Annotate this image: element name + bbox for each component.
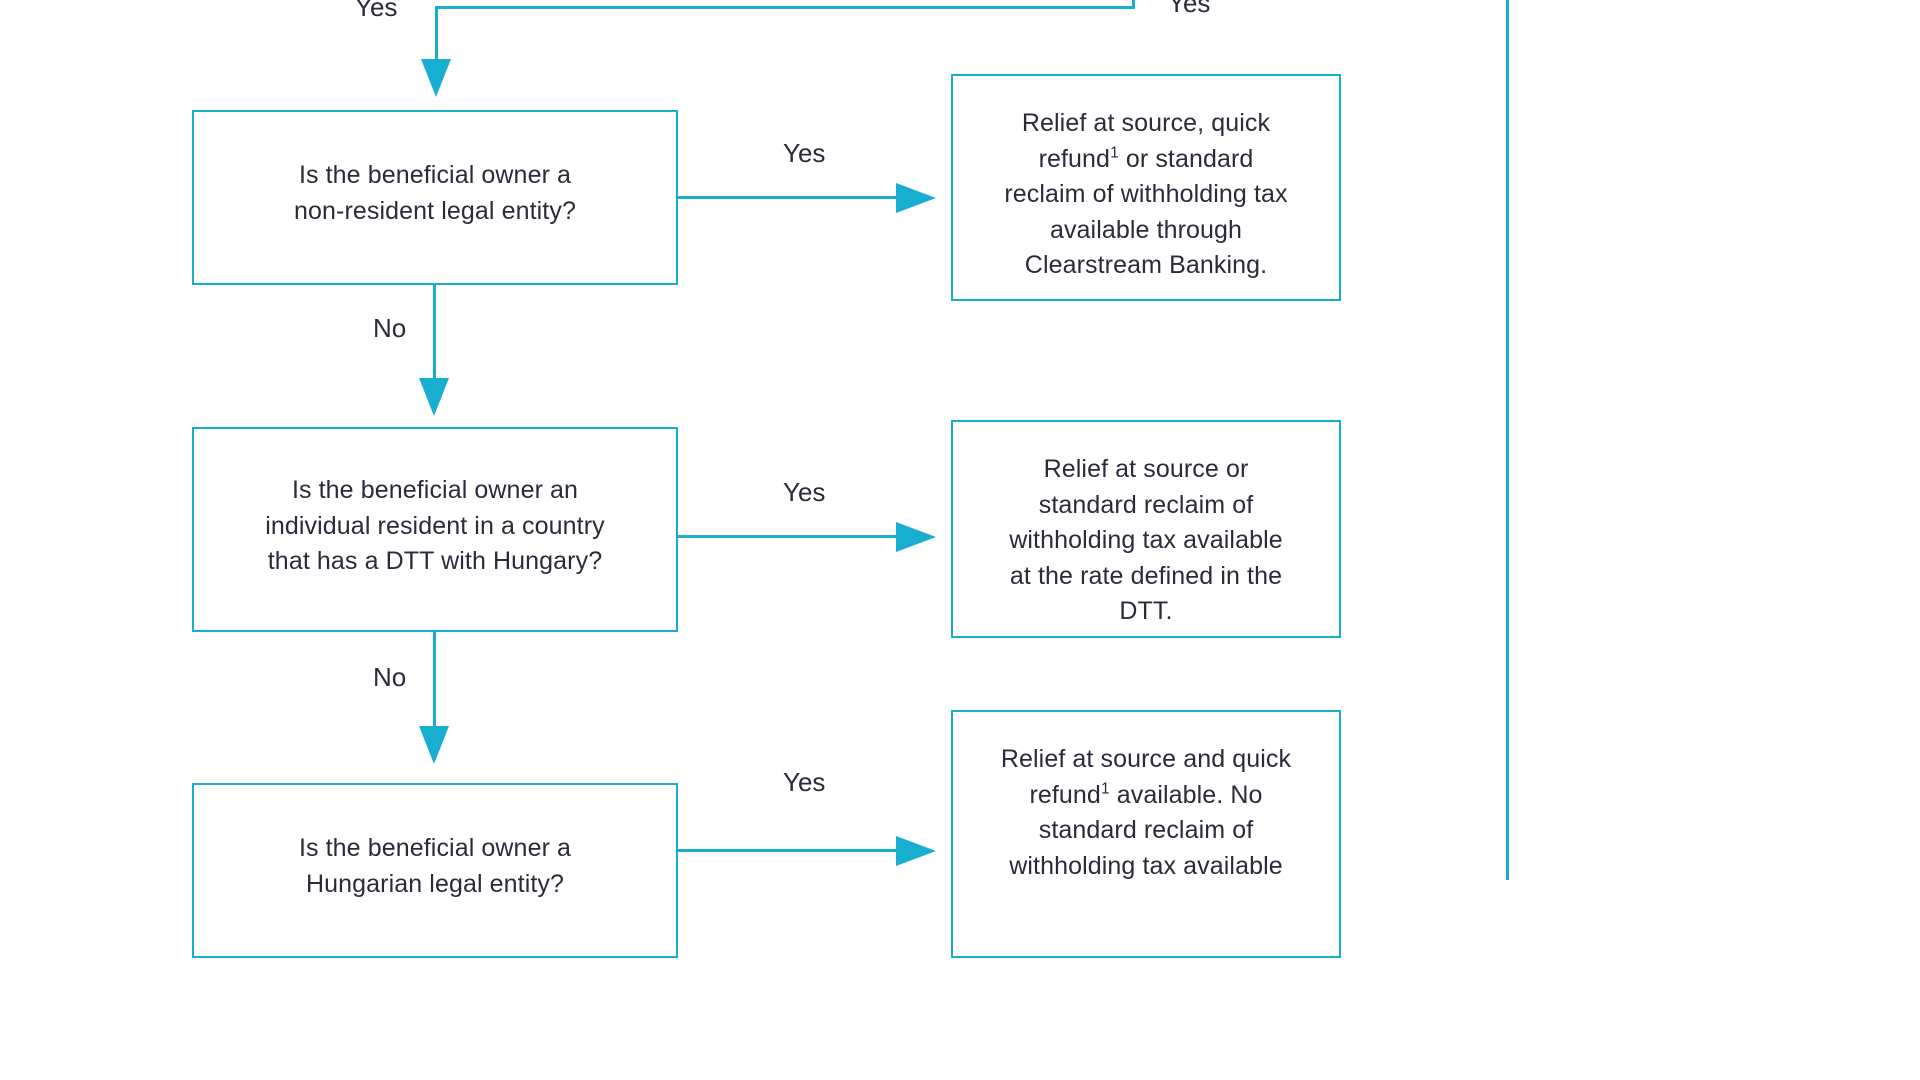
arrowhead-q2-to-r2 <box>896 522 936 552</box>
r1-line-2-b: or standard <box>1118 144 1254 173</box>
decision-node-q3[interactable]: Is the beneficial owner a Hungarian lega… <box>192 783 678 958</box>
connector-q1-to-q2 <box>433 285 436 384</box>
arrowhead-q1-to-r1 <box>896 183 936 213</box>
r2-line-2: standard reclaim of <box>1038 490 1254 519</box>
connector-top-to-q1 <box>435 6 438 61</box>
connector-q3-to-r3 <box>678 849 910 852</box>
q3-line-2: Hungarian legal entity? <box>305 869 565 898</box>
r2-line-4: at the rate defined in the <box>1009 561 1283 590</box>
decision-node-q3-text: Is the beneficial owner a Hungarian lega… <box>208 831 662 902</box>
r3-line-2-a: refund <box>1029 780 1101 809</box>
r2-line-3: withholding tax available <box>1009 526 1283 554</box>
r1-line-4: available through <box>1049 215 1243 244</box>
result-node-r3-text: Relief at source and quick refund1 avail… <box>967 742 1325 884</box>
r3-line-2: refund1 available. No <box>1029 781 1262 809</box>
r2-line-5: DTT. <box>1119 597 1173 625</box>
arrowhead-q1-to-q2 <box>419 378 449 416</box>
decision-node-q2[interactable]: Is the beneficial owner an individual re… <box>192 427 678 632</box>
edge-label-yes-q1-r1: Yes <box>783 138 826 168</box>
r1-line-2: refund1 or standard <box>1039 145 1254 173</box>
q2-line-2: individual resident in a country <box>265 511 605 540</box>
r1-line-3: reclaim of withholding tax <box>1004 180 1288 208</box>
result-node-r2[interactable]: Relief at source or standard reclaim of … <box>951 420 1341 638</box>
connector-top-horizontal <box>435 6 1135 9</box>
r2-line-1: Relief at source or <box>1043 455 1249 483</box>
result-node-r1[interactable]: Relief at source, quick refund1 or stand… <box>951 74 1341 301</box>
r1-line-5: Clearstream Banking. <box>1024 251 1268 279</box>
q1-line-1: Is the beneficial owner a <box>298 161 572 189</box>
r1-line-2-a: refund <box>1038 144 1111 173</box>
edge-label-yes-top-left: Yes <box>355 0 398 22</box>
edge-label-yes-q3-r3: Yes <box>783 767 826 797</box>
decision-node-q1-text: Is the beneficial owner a non-resident l… <box>208 158 662 229</box>
decision-node-q1[interactable]: Is the beneficial owner a non-resident l… <box>192 110 678 285</box>
edge-label-no-q1-q2: No <box>373 313 407 343</box>
footnote-marker-1-b: 1 <box>1100 780 1110 798</box>
arrowhead-q2-to-q3 <box>419 726 449 764</box>
edge-label-no-q2-q3: No <box>373 662 407 692</box>
decision-node-q2-text: Is the beneficial owner an individual re… <box>208 473 662 580</box>
result-node-r2-text: Relief at source or standard reclaim of … <box>967 452 1325 630</box>
r3-line-1: Relief at source and quick <box>1000 745 1292 773</box>
q2-line-1: Is the beneficial owner an <box>291 476 579 504</box>
arrowhead-top-to-q1 <box>421 59 451 97</box>
arrowhead-q3-to-r3 <box>896 836 936 866</box>
r1-line-1: Relief at source, quick <box>1021 109 1271 137</box>
connector-q2-to-q3 <box>433 632 436 732</box>
r3-line-4: withholding tax available <box>1009 851 1283 880</box>
result-node-r1-text: Relief at source, quick refund1 or stand… <box>967 106 1325 284</box>
connector-q1-to-r1 <box>678 196 910 199</box>
q2-line-3: that has a DTT with Hungary? <box>267 547 603 575</box>
page-right-rule <box>1506 0 1509 880</box>
edge-label-yes-q2-r2: Yes <box>783 477 826 507</box>
edge-label-yes-top-right: Yes <box>1168 0 1211 18</box>
result-node-r3[interactable]: Relief at source and quick refund1 avail… <box>951 710 1341 958</box>
connector-q2-to-r2 <box>678 535 910 538</box>
connector-top-right-vertical <box>1132 0 1135 8</box>
footnote-marker-1: 1 <box>1110 144 1119 162</box>
r3-line-3: standard reclaim of <box>1038 816 1254 844</box>
r3-line-2-b: available. No <box>1109 780 1263 809</box>
q1-line-2: non-resident legal entity? <box>294 196 576 225</box>
q3-line-1: Is the beneficial owner a <box>298 834 572 862</box>
